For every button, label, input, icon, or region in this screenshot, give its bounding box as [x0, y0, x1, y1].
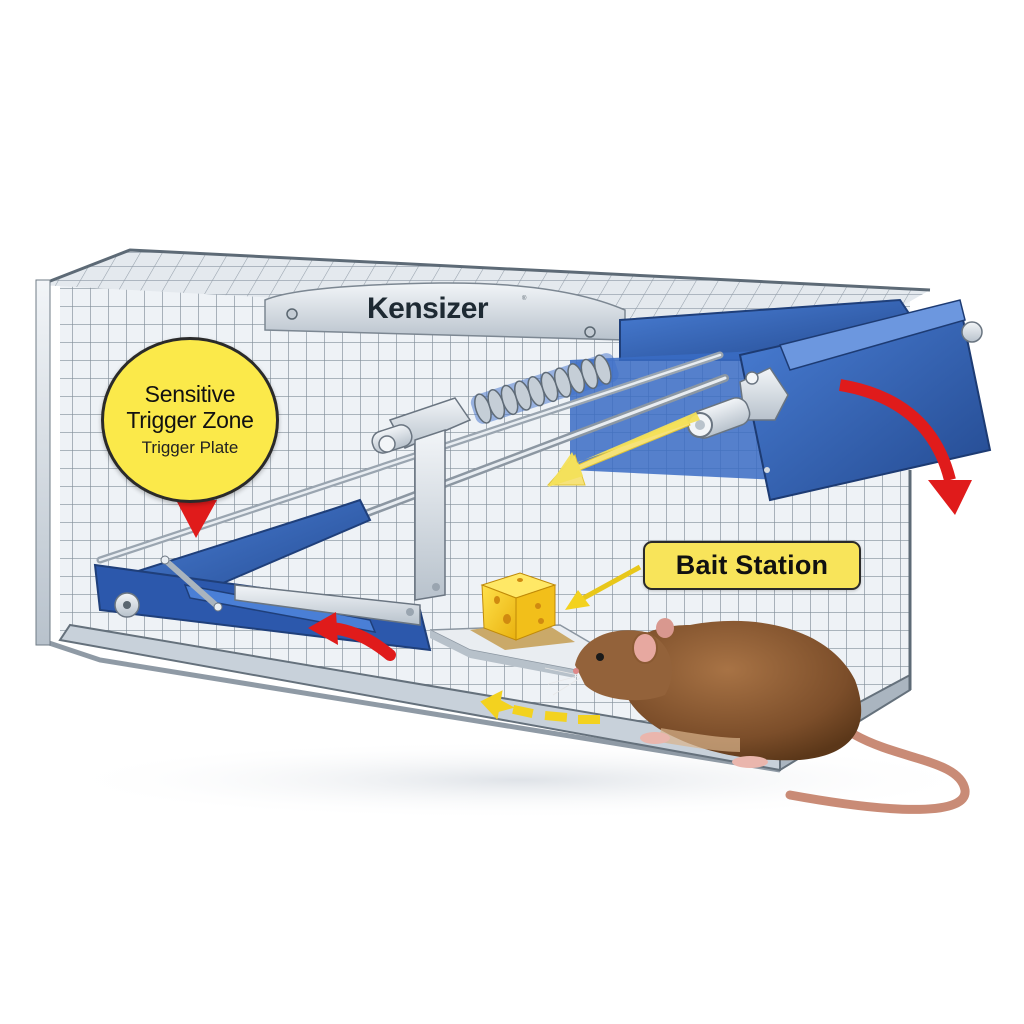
- rat: [544, 618, 970, 814]
- trigger-zone-callout: Sensitive Trigger Zone Trigger Plate: [101, 337, 279, 503]
- bait-pointer-arrow-icon: [565, 564, 642, 610]
- door-mechanism: [570, 298, 992, 502]
- spring-linkage: [96, 351, 729, 601]
- door-close-arrow-icon: [838, 379, 972, 515]
- bait-station-label: Bait Station: [643, 541, 861, 590]
- brand-registered-mark: ®: [522, 295, 527, 302]
- trigger-zone-title-line1: Sensitive: [144, 381, 236, 407]
- trigger-plate-label: Trigger Plate: [141, 438, 239, 457]
- mechanism-arrow-icon: [546, 412, 700, 487]
- trigger-zone-title-line2: Trigger Zone: [126, 407, 254, 433]
- cheese-icon: [480, 572, 557, 641]
- brand-plate: Kensizer ®: [264, 282, 626, 341]
- linkage-arrow-icon: [308, 612, 396, 661]
- brand-name: Kensizer: [367, 292, 489, 325]
- bait-station: [429, 572, 623, 678]
- entry-path-arrow-icon: [480, 690, 600, 724]
